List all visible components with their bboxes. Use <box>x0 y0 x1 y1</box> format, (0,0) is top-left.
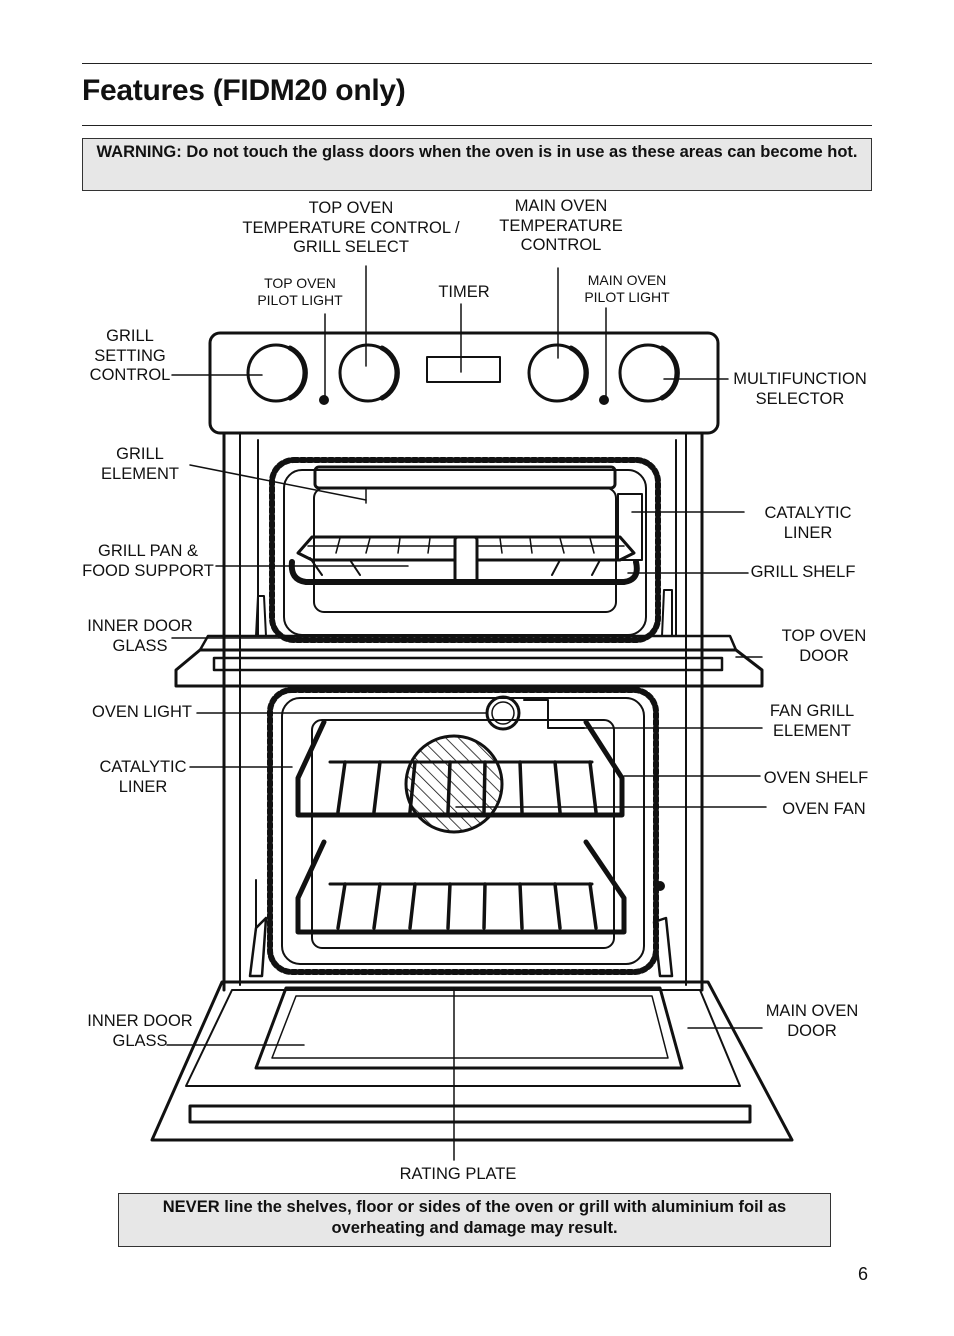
timer-display <box>426 356 501 383</box>
label-rating-plate: RATING PLATE <box>399 1165 517 1183</box>
grill-pan-handle <box>453 535 479 584</box>
label-catalytic-liner-top: CATALYTIC LINER <box>764 504 852 542</box>
label-top-oven-door: TOP OVEN DOOR <box>781 627 867 665</box>
label-inner-door-glass-top: INNER DOOR GLASS <box>87 617 193 655</box>
label-grill-shelf: GRILL SHELF <box>750 563 856 581</box>
multifunction-knob <box>618 343 680 403</box>
notice-box: NEVER line the shelves, floor or sides o… <box>118 1193 831 1247</box>
fan-grill-element <box>523 699 585 729</box>
label-timer: TIMER <box>438 283 490 301</box>
top-oven-door <box>174 648 764 688</box>
label-grill-element: GRILL ELEMENT <box>101 445 179 483</box>
label-inner-door-glass-main: INNER DOOR GLASS <box>87 1012 193 1050</box>
label-main-oven-temp-control: MAIN OVEN TEMPERATURE CONTROL <box>499 197 623 254</box>
top-oven-pilot-light <box>319 395 329 405</box>
label-grill-setting-control: GRILL SETTING CONTROL <box>89 327 171 384</box>
oven-light-bulb <box>485 695 521 731</box>
main-oven-cavity <box>267 687 659 975</box>
main-oven-knob <box>527 343 589 403</box>
label-grill-pan-food-support: GRILL PAN & FOOD SUPPORT <box>82 542 214 580</box>
label-top-oven-pilot-light: TOP OVEN PILOT LIGHT <box>257 275 343 308</box>
label-multifunction-selector: MULTIFUNCTION SELECTOR <box>733 370 867 408</box>
label-oven-light: OVEN LIGHT <box>92 703 192 721</box>
label-oven-fan: OVEN FAN <box>782 800 866 818</box>
page-title: Features (FIDM20 only) <box>82 74 406 107</box>
oven-shelf-upper <box>295 719 625 818</box>
label-fan-grill-element: FAN GRILL ELEMENT <box>769 702 855 740</box>
top-oven-knob <box>338 343 400 403</box>
label-main-oven-pilot-light: MAIN OVEN PILOT LIGHT <box>584 272 670 305</box>
grill-element-bar <box>313 465 617 490</box>
main-oven-door <box>150 980 794 1142</box>
grill-setting-knob <box>246 343 308 403</box>
grill-shelf-rail <box>288 559 640 585</box>
top-rule <box>82 63 872 64</box>
label-catalytic-liner-main: CATALYTIC LINER <box>99 758 187 796</box>
oven-shelf-lower <box>295 839 627 935</box>
control-panel <box>208 331 720 435</box>
oven-fan <box>404 734 504 834</box>
main-oven-pilot-light <box>599 395 609 405</box>
top-oven-cavity <box>269 457 661 643</box>
label-main-oven-door: MAIN OVEN DOOR <box>765 1002 859 1040</box>
main-door-glass <box>254 986 684 1070</box>
warning-box: WARNING: Do not touch the glass doors wh… <box>82 138 872 191</box>
title-rule <box>82 125 872 126</box>
label-oven-shelf: OVEN SHELF <box>763 769 869 787</box>
page-number: 6 <box>858 1264 869 1284</box>
label-top-oven-temp-control: TOP OVEN TEMPERATURE CONTROL / GRILL SEL… <box>242 199 460 256</box>
